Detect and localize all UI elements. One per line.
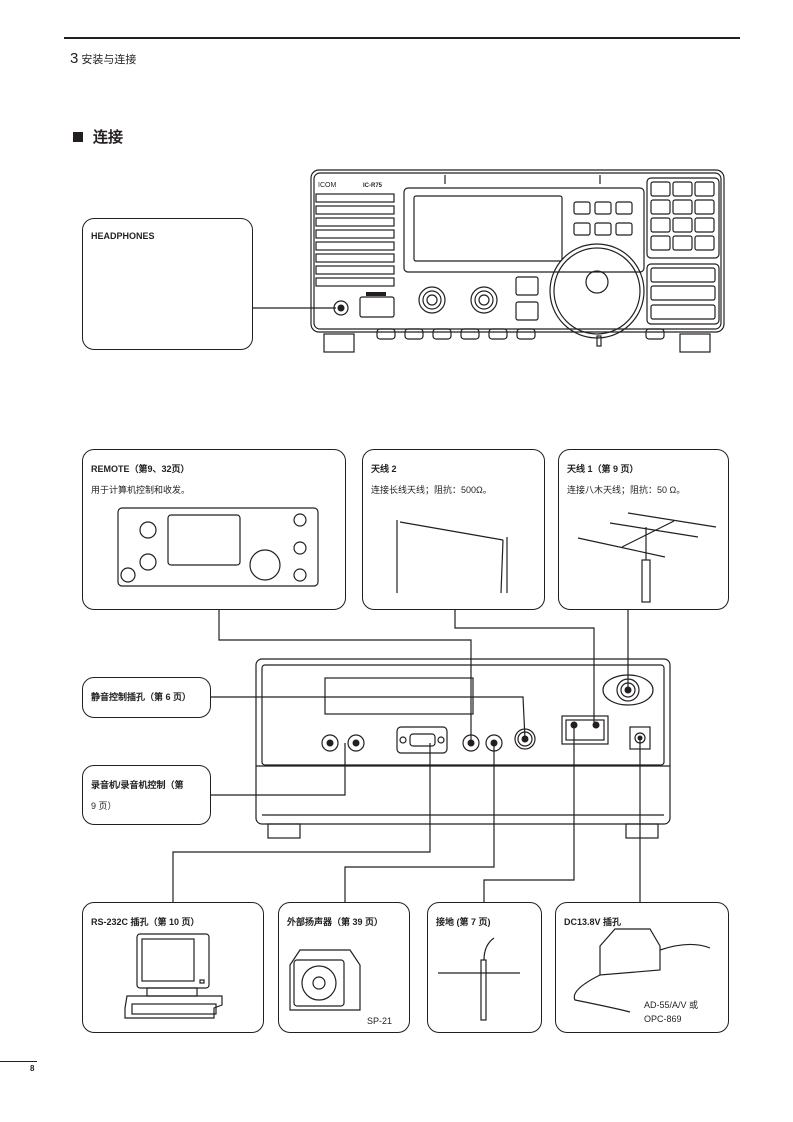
lcd-display xyxy=(413,195,563,262)
antenna1-title: 天线 1（第 9 页） xyxy=(567,464,639,474)
power-supply-illustration xyxy=(573,928,711,1013)
section-heading: 连接 xyxy=(73,126,123,147)
remote-desc: 用于计算机控制和收发。 xyxy=(91,485,191,495)
ground-title: 接地 (第 7 页) xyxy=(436,917,491,927)
ground-illustration xyxy=(438,937,520,1021)
computer-illustration xyxy=(124,933,223,1019)
square-bullet-icon xyxy=(73,131,83,142)
display-buttons xyxy=(573,201,633,236)
antenna2-title: 天线 2 xyxy=(371,464,397,474)
keypad xyxy=(646,177,720,325)
recorder-title-line1: 录音机/录音机控制（第 xyxy=(91,780,184,790)
left-foot xyxy=(323,333,355,353)
recorder-title-line2: 9 页） xyxy=(91,801,117,811)
model-label: IC-R75 xyxy=(363,183,383,189)
connection-lines xyxy=(172,610,641,902)
power-switch xyxy=(359,296,395,318)
antenna2-box: 天线 2 连接长线天线；阻抗：500Ω。 xyxy=(362,449,545,610)
footer-rule xyxy=(0,1061,37,1062)
dc-title: DC13.8V 插孔 xyxy=(564,917,622,927)
rear-right-foot xyxy=(625,823,659,839)
speaker-title: 外部扬声器（第 39 页） xyxy=(287,917,384,927)
rs232-title: RS-232C 插孔（第 10 页） xyxy=(91,917,200,927)
dc-model-line2: OPC-869 xyxy=(644,1014,682,1024)
main-tuning-dial xyxy=(549,243,645,347)
remote-box: REMOTE（第9、32页） 用于计算机控制和收发。 xyxy=(82,449,346,610)
yagi-antenna-illustration xyxy=(577,512,717,603)
brand-logo: ICOM xyxy=(318,182,336,189)
speaker-grille xyxy=(315,193,395,287)
dc-box: DC13.8V 插孔 AD-55/A/V 或 OPC-869 xyxy=(555,902,729,1033)
label-plate xyxy=(324,677,474,715)
rec-jacks xyxy=(321,734,365,752)
mute-title: 静音控制插孔（第 6 页） xyxy=(91,692,192,702)
headphones-box: HEADPHONES xyxy=(82,218,253,350)
twin-pbt-knob xyxy=(470,286,498,314)
phones-jack xyxy=(333,300,349,316)
section-title: 连接 xyxy=(93,129,124,146)
speaker-box: 外部扬声器（第 39 页） SP-21 xyxy=(278,902,410,1033)
rs232-port xyxy=(396,726,448,754)
rear-panel xyxy=(255,658,671,839)
remote-title: REMOTE（第9、32页） xyxy=(91,464,190,474)
right-foot xyxy=(679,333,711,353)
antenna1-box: 天线 1（第 9 页） 连接八木天线；阻抗：50 Ω。 xyxy=(558,449,729,610)
chapter-number: 3 xyxy=(70,50,79,67)
speaker-illustration xyxy=(289,949,361,1011)
antenna2-desc: 连接长线天线；阻抗：500Ω。 xyxy=(371,485,492,495)
recorder-box: 录音机/录音机控制（第 9 页） xyxy=(82,765,211,825)
rear-left-foot xyxy=(267,823,301,839)
long-wire-antenna-illustration xyxy=(396,520,508,594)
af-knob xyxy=(418,286,446,314)
ground-box: 接地 (第 7 页) xyxy=(427,902,542,1033)
transceiver-illustration xyxy=(117,507,319,587)
antenna1-desc: 连接八木天线；阻抗：50 Ω。 xyxy=(567,485,686,495)
front-panel-radio: ICOM IC-R75 xyxy=(310,169,725,353)
mute-box: 静音控制插孔（第 6 页） xyxy=(82,677,211,718)
chapter-title: 安装与连接 xyxy=(81,54,137,66)
header-rule xyxy=(64,37,740,39)
antenna2-terminal xyxy=(561,715,609,745)
page-number: 8 xyxy=(30,1064,35,1073)
bottom-buttons xyxy=(376,328,665,340)
dc-model-line1: AD-55/A/V 或 xyxy=(644,1000,699,1010)
rs232-box: RS-232C 插孔（第 10 页） xyxy=(82,902,264,1033)
speaker-model: SP-21 xyxy=(367,1016,393,1026)
headphones-title: HEADPHONES xyxy=(91,231,155,241)
